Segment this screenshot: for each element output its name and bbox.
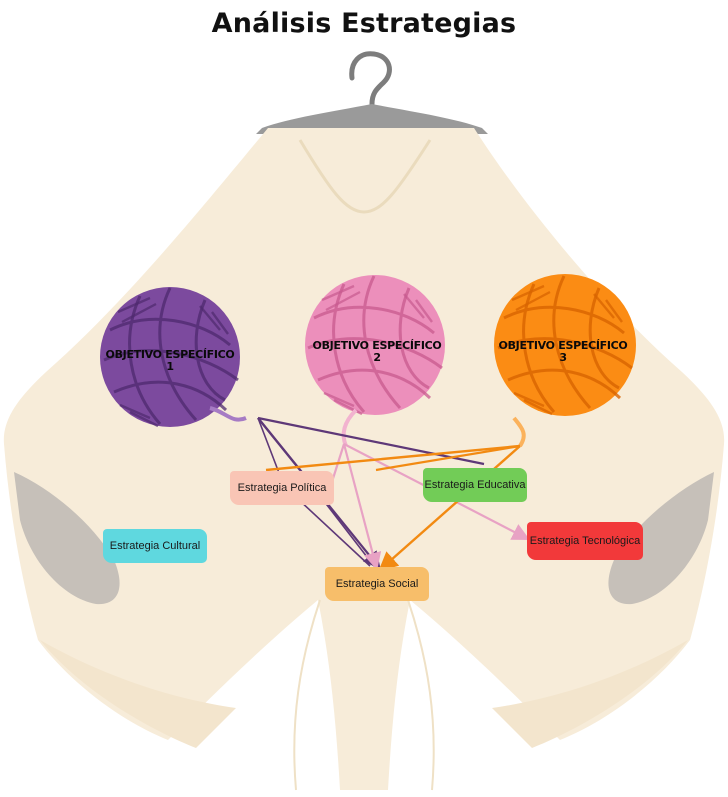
strategy-politica[interactable]: Estrategia Política: [230, 471, 334, 505]
objective-1-label[interactable]: OBJETIVO ESPECÍFICO 1: [95, 349, 245, 373]
objective-2-label[interactable]: OBJETIVO ESPECÍFICO 2: [302, 340, 452, 364]
page-title: Análisis Estrategias: [0, 8, 728, 39]
strategy-educativa[interactable]: Estrategia Educativa: [423, 468, 527, 502]
strategy-social[interactable]: Estrategia Social: [325, 567, 429, 601]
poncho-illustration: [4, 128, 724, 790]
objective-3-number: 3: [488, 352, 638, 364]
objective-2-number: 2: [302, 352, 452, 364]
strategy-tecnologica[interactable]: Estrategia Tecnológica: [527, 522, 643, 560]
objective-3-label[interactable]: OBJETIVO ESPECÍFICO 3: [488, 340, 638, 364]
strategy-cultural[interactable]: Estrategia Cultural: [103, 529, 207, 563]
objective-1-number: 1: [95, 361, 245, 373]
hanger-icon: [256, 54, 488, 134]
